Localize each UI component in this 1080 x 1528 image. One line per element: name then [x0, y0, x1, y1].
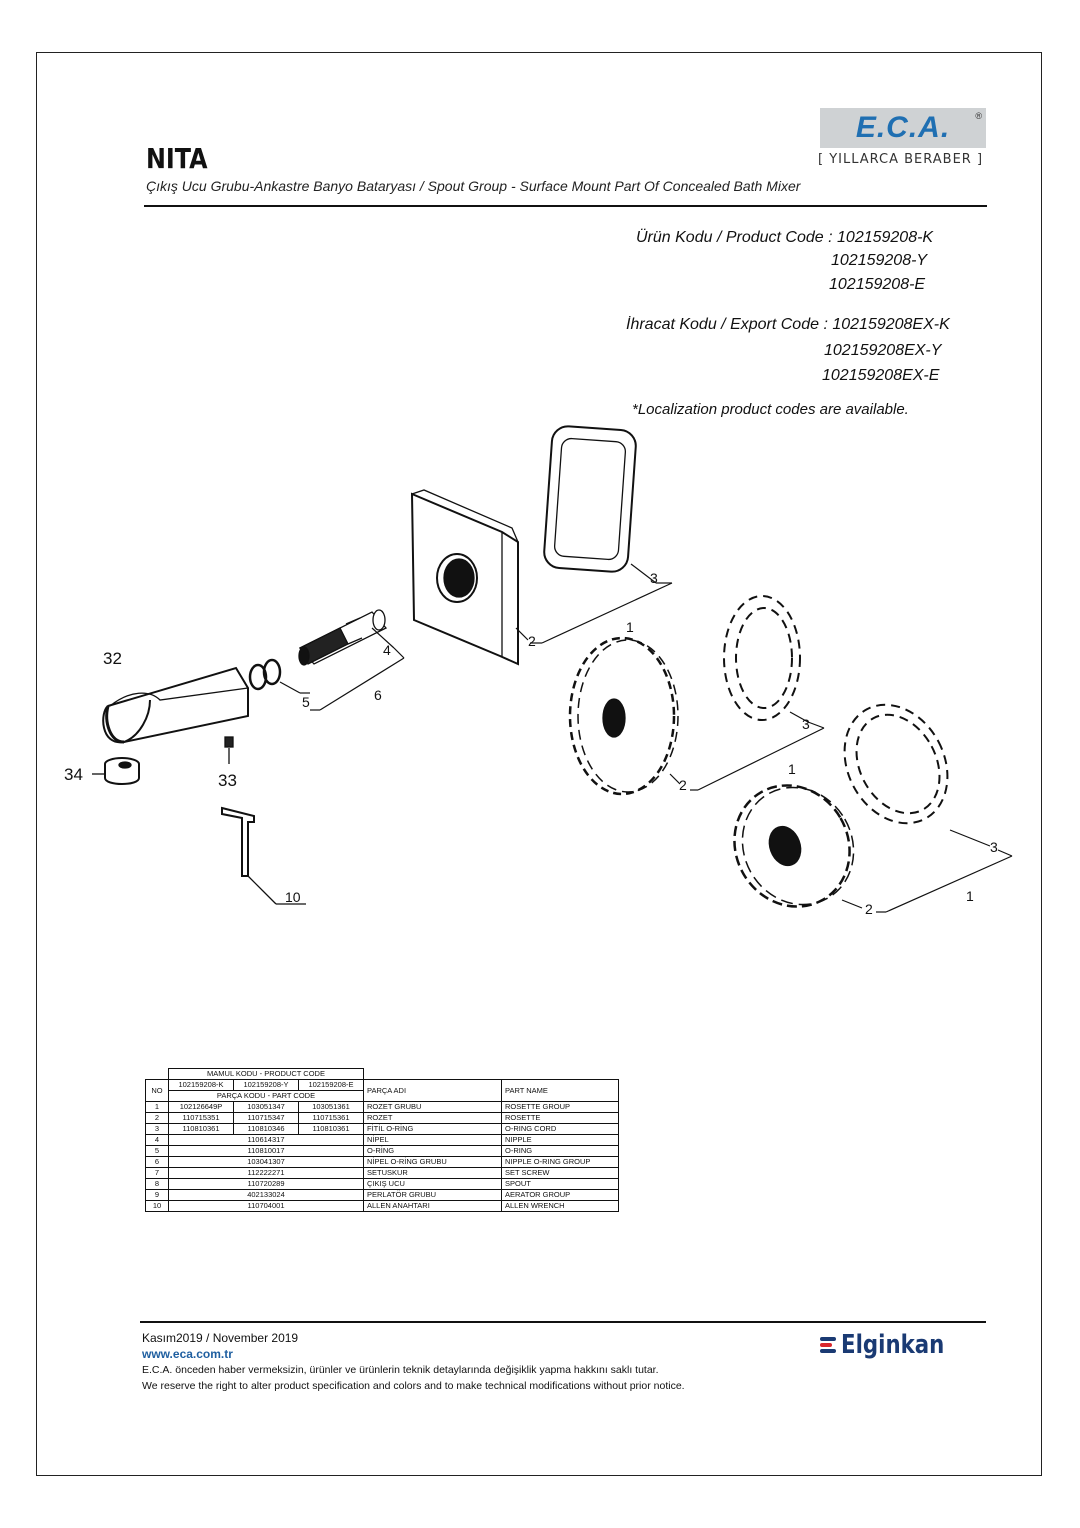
label-5: 5 [302, 694, 310, 710]
footer-date: Kasım2019 / November 2019 [142, 1331, 299, 1345]
table-row: 3 110810361 110810346 110810361 FİTİL O-… [145, 1123, 619, 1135]
label-32: 32 [103, 649, 122, 668]
export-code-2: 102159208EX-Y [824, 342, 942, 359]
elginkan-mark-icon [820, 1335, 838, 1355]
elginkan-brand-name: Elginkan [841, 1330, 945, 1360]
no-header: NO [145, 1079, 169, 1102]
slogan: [ YILLARCA BERABER ] [818, 152, 984, 167]
label-1-oval: 1 [966, 888, 974, 904]
page-subtitle: Çıkış Ucu Grubu-Ankastre Banyo Bataryası… [146, 178, 801, 194]
variant-y: 102159208-Y [233, 1079, 299, 1091]
label-1-square: 1 [626, 619, 634, 635]
label-10: 10 [285, 889, 301, 905]
label-2-oval: 2 [865, 901, 873, 917]
export-code-line-1: İhracat Kodu / Export Code : 102159208EX… [626, 316, 950, 334]
square-rosette [410, 489, 519, 666]
variant-k: 102159208-K [168, 1079, 234, 1091]
product-code-label: Ürün Kodu / Product Code : [636, 229, 833, 246]
aerator-part [92, 757, 140, 785]
round-rosette [568, 636, 679, 796]
nipple-part [298, 609, 388, 666]
product-code-3: 102159208-E [829, 276, 926, 293]
localization-note: *Localization product codes are availabl… [632, 401, 909, 418]
spout-part [102, 666, 249, 744]
table-row: 4 110614317 NİPEL NIPPLE [145, 1134, 619, 1146]
variant-e: 102159208-E [298, 1079, 364, 1091]
o-ring-b [262, 658, 282, 686]
registered-mark: ® [975, 111, 982, 121]
export-code-label: İhracat Kodu / Export Code : [626, 316, 828, 333]
square-gasket [543, 425, 637, 573]
oval-rosette [733, 784, 855, 908]
table-row: 1 102126649P 103051347 103051361 ROZET G… [145, 1101, 619, 1113]
label-1-round: 1 [788, 761, 796, 777]
allen-wrench [221, 806, 306, 905]
parts-table: MAMUL KODU - PRODUCT CODE NO 102159208-K… [145, 1068, 619, 1212]
table-row: 8 110720289 ÇIKIŞ UCU SPOUT [145, 1178, 619, 1190]
parca-adi-header: PARÇA ADI [363, 1079, 502, 1102]
oval-gasket [843, 703, 949, 825]
label-2-round: 2 [679, 777, 687, 793]
footer-url-link[interactable]: www.eca.com.tr [142, 1347, 233, 1361]
table-row: 5 110810017 O-RİNG O-RING [145, 1145, 619, 1157]
product-code-header: MAMUL KODU - PRODUCT CODE [168, 1068, 364, 1080]
table-row: 6 103041307 NİPEL O-RİNG GRUBU NIPPLE O-… [145, 1156, 619, 1168]
table-row: 7 112222271 SETUSKUR SET SCREW [145, 1167, 619, 1179]
leader-lines [279, 563, 1013, 913]
product-code-1: 102159208-K [837, 229, 934, 246]
disclaimer-tr: E.C.A. önceden haber vermeksizin, ürünle… [142, 1364, 659, 1376]
product-code-2: 102159208-Y [831, 252, 928, 269]
table-row: 9 402133024 PERLATÖR GRUBU AERATOR GROUP [145, 1189, 619, 1201]
page-frame [36, 52, 1042, 1476]
export-code-3: 102159208EX-E [822, 367, 940, 384]
product-code-line-1: Ürün Kodu / Product Code : 102159208-K [636, 229, 933, 247]
eca-logo: E.C.A. ® [820, 108, 986, 148]
label-33: 33 [218, 771, 237, 790]
label-6: 6 [374, 687, 382, 703]
label-3-round: 3 [802, 716, 810, 732]
page-title: NITA [146, 142, 208, 175]
label-34: 34 [64, 765, 83, 784]
footer-rule [140, 1321, 986, 1323]
eca-logo-text: E.C.A. [855, 111, 951, 144]
label-2-square: 2 [528, 633, 536, 649]
table-row: 10 110704001 ALLEN ANAHTARI ALLEN WRENCH [145, 1200, 619, 1212]
header-rule [144, 205, 987, 207]
elginkan-logo: Elginkan [820, 1330, 967, 1360]
label-3-oval: 3 [990, 839, 998, 855]
label-3-square: 3 [650, 570, 658, 586]
label-4: 4 [383, 642, 391, 658]
part-code-header: PARÇA KODU - PART CODE [168, 1090, 364, 1102]
set-screw [224, 736, 234, 764]
disclaimer-en: We reserve the right to alter product sp… [142, 1380, 685, 1392]
round-gasket [723, 595, 801, 721]
part-name-header: PART NAME [501, 1079, 619, 1102]
table-row: 2 110715351 110715347 110715361 ROZET RO… [145, 1112, 619, 1124]
export-code-1: 102159208EX-K [832, 316, 950, 333]
